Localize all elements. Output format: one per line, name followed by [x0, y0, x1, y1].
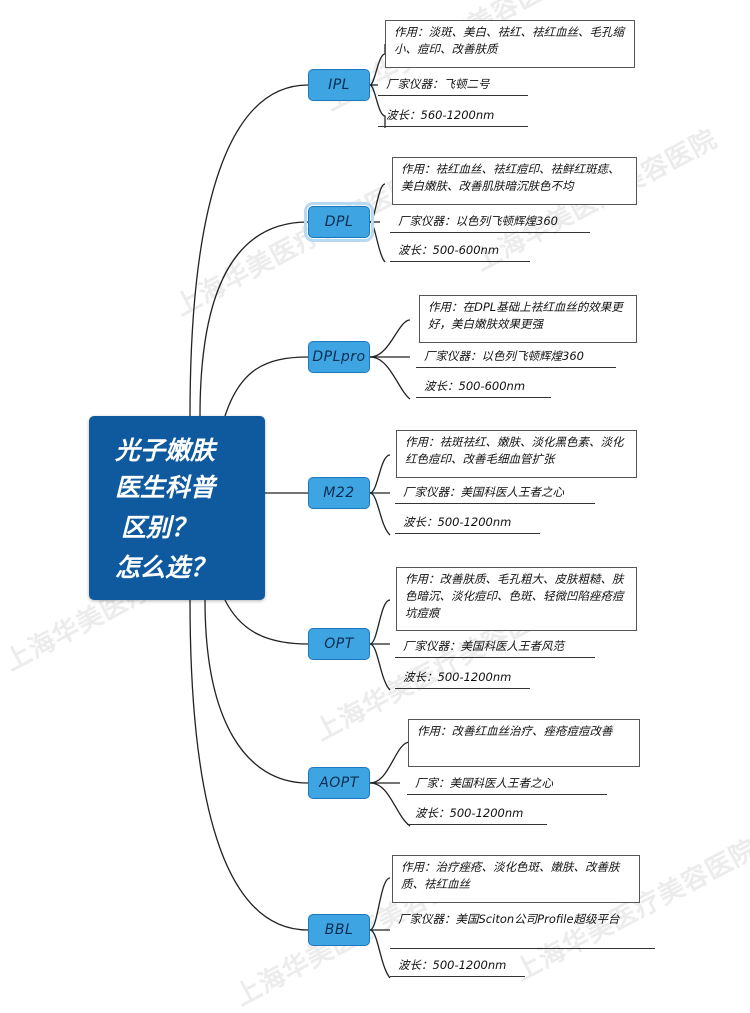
dplpro-effect-box: 作用：在DPL基础上祛红血丝的效果更好，美白嫩肤效果更强: [419, 295, 637, 343]
m22-device: 厂家仪器：美国科医人王者之心: [395, 482, 595, 504]
connector-opt: [224, 599, 309, 645]
connector-dplpro: [224, 356, 309, 417]
dpl-device: 厂家仪器：以色列飞顿辉煌360: [390, 211, 590, 233]
opt-wavelength: 波长：500-1200nm: [395, 667, 530, 689]
m22-wavelength: 波长：500-1200nm: [395, 512, 540, 534]
node-dplpro[interactable]: DPLpro: [308, 341, 370, 373]
connector-dpl: [199, 221, 309, 417]
connector-ipl: [189, 84, 309, 417]
node-bbl[interactable]: BBL: [308, 914, 370, 946]
center-title-line-3: 区别？: [121, 513, 197, 542]
dpl-wavelength: 波长：500-600nm: [390, 240, 530, 262]
aopt-effect-box: 作用：改善红血丝治疗、痤疮痘痘改善: [408, 719, 640, 767]
center-title-line-1: 光子嫩肤: [115, 436, 216, 465]
node-dpl[interactable]: DPL: [304, 202, 374, 242]
m22-effect-box: 作用：祛斑祛红、嫩肤、淡化黑色素、淡化红色痘印、改善毛细血管扩张: [396, 430, 637, 478]
central-topic[interactable]: 光子嫩肤 医生科普 区别？ 怎么选？: [89, 416, 265, 600]
bbl-device: 厂家仪器：美国Sciton公司Profile超级平台: [390, 911, 655, 949]
connector-bbl: [189, 599, 309, 931]
aopt-device: 厂家：美国科医人王者之心: [407, 773, 607, 795]
bbl-effect-box: 作用：治疗痤疮、淡化色斑、嫩肤、改善肤质、祛红血丝: [392, 855, 640, 903]
node-ipl[interactable]: IPL: [308, 69, 370, 101]
center-title-line-4: 怎么选？: [115, 553, 216, 582]
center-title-line-2: 医生科普: [115, 473, 216, 502]
node-m22[interactable]: M22: [308, 477, 370, 509]
opt-device: 厂家仪器：美国科医人王者风范: [395, 636, 595, 658]
ipl-wavelength: 波长：560-1200nm: [378, 105, 528, 127]
ipl-effect-box: 作用：淡斑、美白、祛红、祛红血丝、毛孔缩小、痘印、改善肤质: [385, 20, 635, 68]
ipl-device: 厂家仪器：飞顿二号: [378, 74, 528, 96]
aopt-wavelength: 波长：500-1200nm: [407, 803, 547, 825]
node-opt[interactable]: OPT: [308, 628, 370, 660]
connector-aopt: [204, 599, 309, 784]
opt-effect-box: 作用：改善肤质、毛孔粗大、皮肤粗糙、肤色暗沉、淡化痘印、色斑、轻微凹陷痤疮痘坑痘…: [396, 567, 637, 631]
node-aopt[interactable]: AOPT: [308, 767, 370, 799]
bbl-wavelength: 波长：500-1200nm: [390, 955, 525, 977]
dplpro-device: 厂家仪器：以色列飞顿辉煌360: [416, 346, 616, 368]
dplpro-wavelength: 波长：500-600nm: [416, 376, 551, 398]
dpl-effect-box: 作用：祛红血丝、祛红痘印、祛鲜红斑痣、美白嫩肤、改善肌肤暗沉肤色不均: [392, 157, 637, 205]
